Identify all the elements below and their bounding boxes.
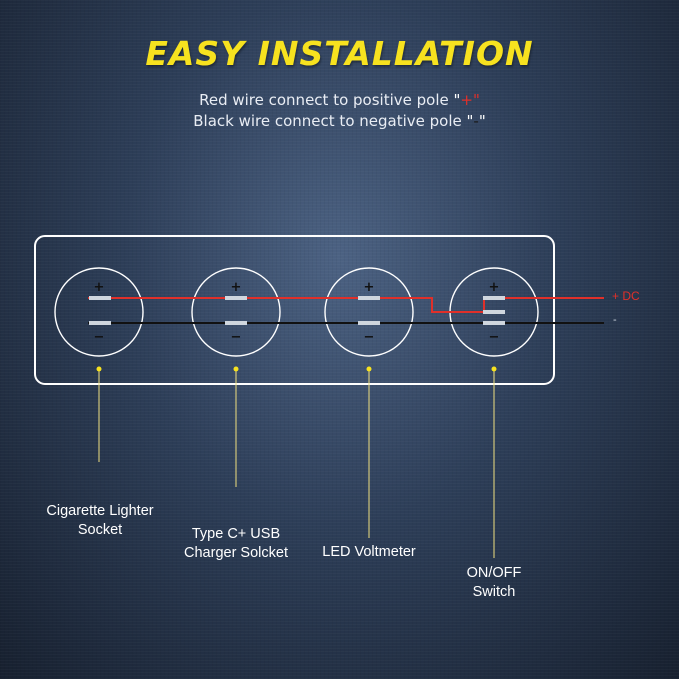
label-on-off-switch: ON/OFF Switch [434, 564, 554, 602]
panel-outline [34, 235, 555, 385]
positive-wire [88, 297, 604, 313]
quote-open: " [453, 91, 461, 109]
terminal-positive [89, 296, 111, 300]
minus-symbol: − [231, 330, 242, 345]
label-line: Charger Solcket [184, 545, 288, 561]
subtitle-negative-text: Black wire connect to negative pole [193, 112, 467, 130]
terminal-negative [358, 321, 380, 325]
quote-open: " [466, 112, 474, 130]
terminal-positive [225, 296, 247, 300]
socket-usb-charger [191, 267, 281, 357]
label-led-voltmeter: LED Voltmeter [299, 543, 439, 562]
label-line: Switch [472, 584, 516, 600]
plus-symbol: + [364, 280, 375, 295]
subtitle-positive-text: Red wire connect to positive pole [199, 91, 454, 109]
leader-dot [96, 366, 102, 372]
minus-symbol: − [364, 330, 375, 345]
positive-dc-label: + DC [612, 289, 640, 303]
terminal-positive [358, 296, 380, 300]
minus-symbol: − [489, 330, 500, 345]
label-line: Cigarette Lighter [46, 503, 154, 519]
negative-symbol: - [473, 112, 479, 130]
terminal-accessory [483, 310, 505, 314]
subtitle-negative: Black wire connect to negative pole "-" [0, 112, 679, 130]
terminal-positive [483, 296, 505, 300]
label-line: ON/OFF [466, 565, 522, 581]
socket-cigarette-lighter [54, 267, 144, 357]
plus-symbol: + [231, 280, 242, 295]
negative-wire-label: - [613, 314, 617, 326]
label-line: Type C+ USB [191, 526, 281, 542]
label-line: LED Voltmeter [322, 544, 416, 560]
label-usb-charger: Type C+ USB Charger Solcket [154, 525, 318, 563]
plus-symbol: + [489, 280, 500, 295]
quote-close: " [472, 91, 480, 109]
label-cigarette-lighter: Cigarette Lighter Socket [20, 502, 180, 540]
leader-dot [366, 366, 372, 372]
terminal-negative [89, 321, 111, 325]
leader-dot [233, 366, 239, 372]
socket-led-voltmeter [324, 267, 414, 357]
minus-symbol: − [94, 330, 105, 345]
leader-dot [491, 366, 497, 372]
subtitle-positive: Red wire connect to positive pole "+" [0, 91, 679, 109]
positive-symbol: + [460, 91, 473, 109]
terminal-negative [225, 321, 247, 325]
label-line: Socket [77, 522, 123, 538]
quote-close: " [478, 112, 486, 130]
terminal-negative [483, 321, 505, 325]
plus-symbol: + [94, 280, 105, 295]
page-title: EASY INSTALLATION [145, 34, 534, 73]
